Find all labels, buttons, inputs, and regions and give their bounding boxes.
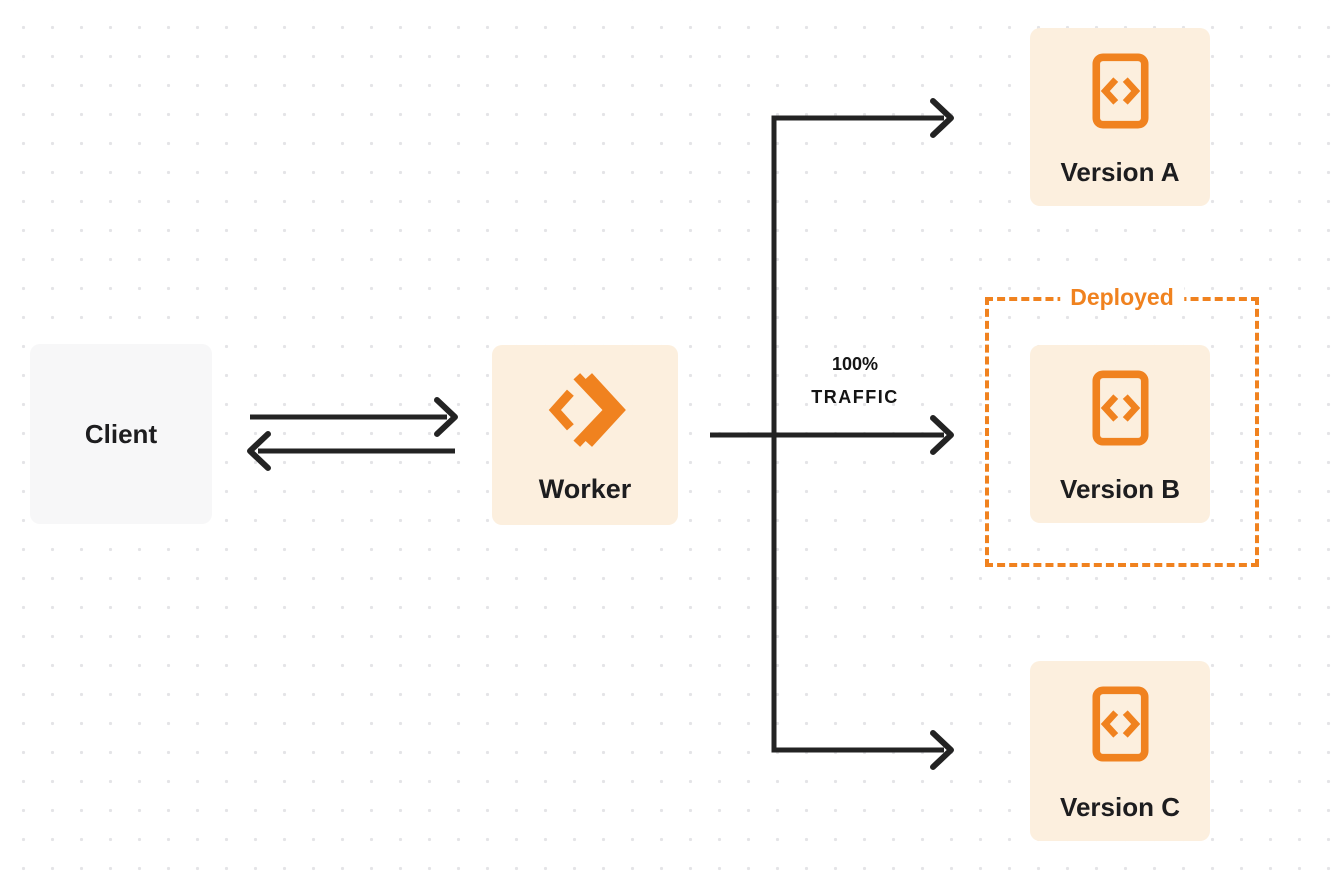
- code-document-icon: [1091, 686, 1149, 762]
- arrowhead-version-c: [930, 730, 954, 770]
- version-b-label: Version B: [1060, 474, 1180, 504]
- branch-line-versions: [771, 115, 944, 753]
- traffic-label: 100% TRAFFIC: [780, 348, 930, 414]
- version-b-node: Version B: [1030, 345, 1210, 523]
- traffic-percent: 100%: [831, 354, 879, 374]
- version-c-node: Version C: [1030, 661, 1210, 841]
- arrowhead-client-to-worker: [434, 397, 458, 437]
- arrowhead-version-a: [930, 98, 954, 138]
- code-document-icon: [1091, 370, 1149, 446]
- client-label: Client: [84, 418, 158, 449]
- worker-label: Worker: [538, 474, 632, 504]
- deployed-label: Deployed: [1060, 282, 1184, 312]
- version-a-node: Version A: [1030, 28, 1210, 206]
- deployed-group-outline: Deployed: [985, 282, 1259, 567]
- version-c-label: Version C: [1060, 792, 1180, 822]
- traffic-word: TRAFFIC: [811, 387, 899, 407]
- arrowhead-version-b: [930, 415, 954, 455]
- cloudflare-workers-chevrons-icon: [543, 368, 627, 452]
- version-a-label: Version A: [1060, 157, 1180, 187]
- code-document-icon: [1091, 53, 1149, 129]
- client-node: Client: [30, 344, 212, 524]
- arrowhead-worker-to-client: [247, 431, 271, 471]
- worker-node: Worker: [492, 345, 678, 525]
